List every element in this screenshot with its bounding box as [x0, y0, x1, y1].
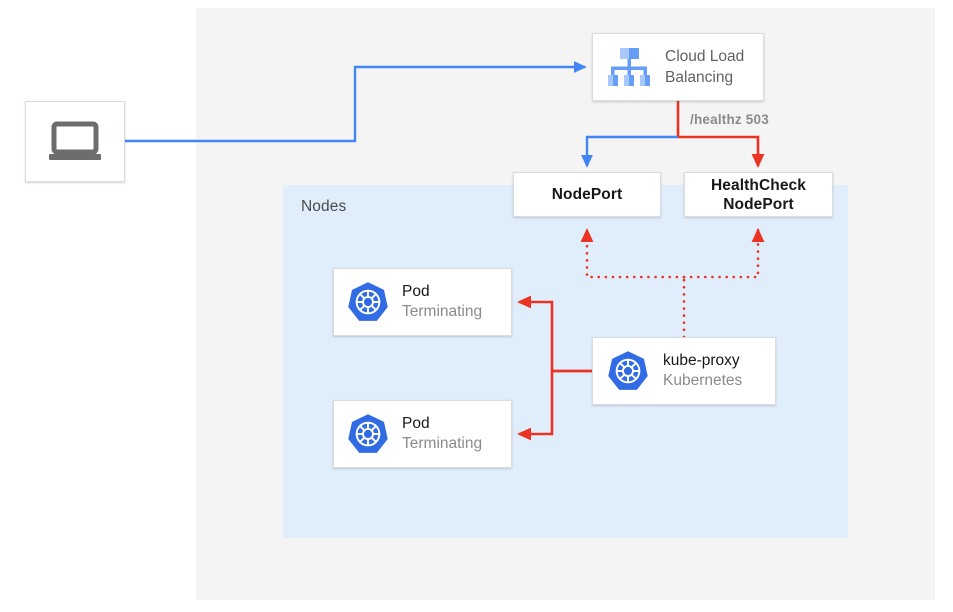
- nodes-panel-label: Nodes: [301, 198, 347, 215]
- healthcheck-nodeport-node[interactable]: HealthCheck NodePort: [684, 172, 833, 217]
- laptop-icon: [47, 121, 103, 163]
- nodeport-label: NodePort: [551, 186, 623, 203]
- pod-title: Pod: [402, 283, 430, 300]
- kubernetes-icon: [607, 350, 649, 392]
- cloud-load-balancing-label: Cloud Load Balancing: [665, 48, 745, 86]
- kube-proxy-text-group: kube-proxy Kubernetes: [663, 351, 742, 391]
- pod-status: Terminating: [402, 435, 483, 452]
- kube-proxy-node[interactable]: kube-proxy Kubernetes: [592, 337, 776, 405]
- nodeport-node[interactable]: NodePort: [513, 172, 661, 217]
- pod-text-group: Pod Terminating: [402, 282, 482, 322]
- kubernetes-icon: [347, 413, 389, 455]
- pod-status: Terminating: [402, 303, 483, 320]
- kube-proxy-title: kube-proxy: [663, 352, 740, 369]
- kube-proxy-subtitle: Kubernetes: [663, 372, 743, 389]
- pod-node-1[interactable]: Pod Terminating: [333, 268, 512, 336]
- healthcheck-nodeport-label: HealthCheck NodePort: [711, 176, 806, 213]
- load-balancer-icon: [607, 46, 651, 88]
- client-node[interactable]: [25, 101, 125, 182]
- pod-title: Pod: [402, 415, 430, 432]
- cloud-load-balancing-node[interactable]: Cloud Load Balancing: [592, 33, 764, 101]
- healthz-edge-label: /healthz 503: [690, 112, 769, 127]
- pod-text-group: Pod Terminating: [402, 414, 482, 454]
- kubernetes-icon: [347, 281, 389, 323]
- pod-node-2[interactable]: Pod Terminating: [333, 400, 512, 468]
